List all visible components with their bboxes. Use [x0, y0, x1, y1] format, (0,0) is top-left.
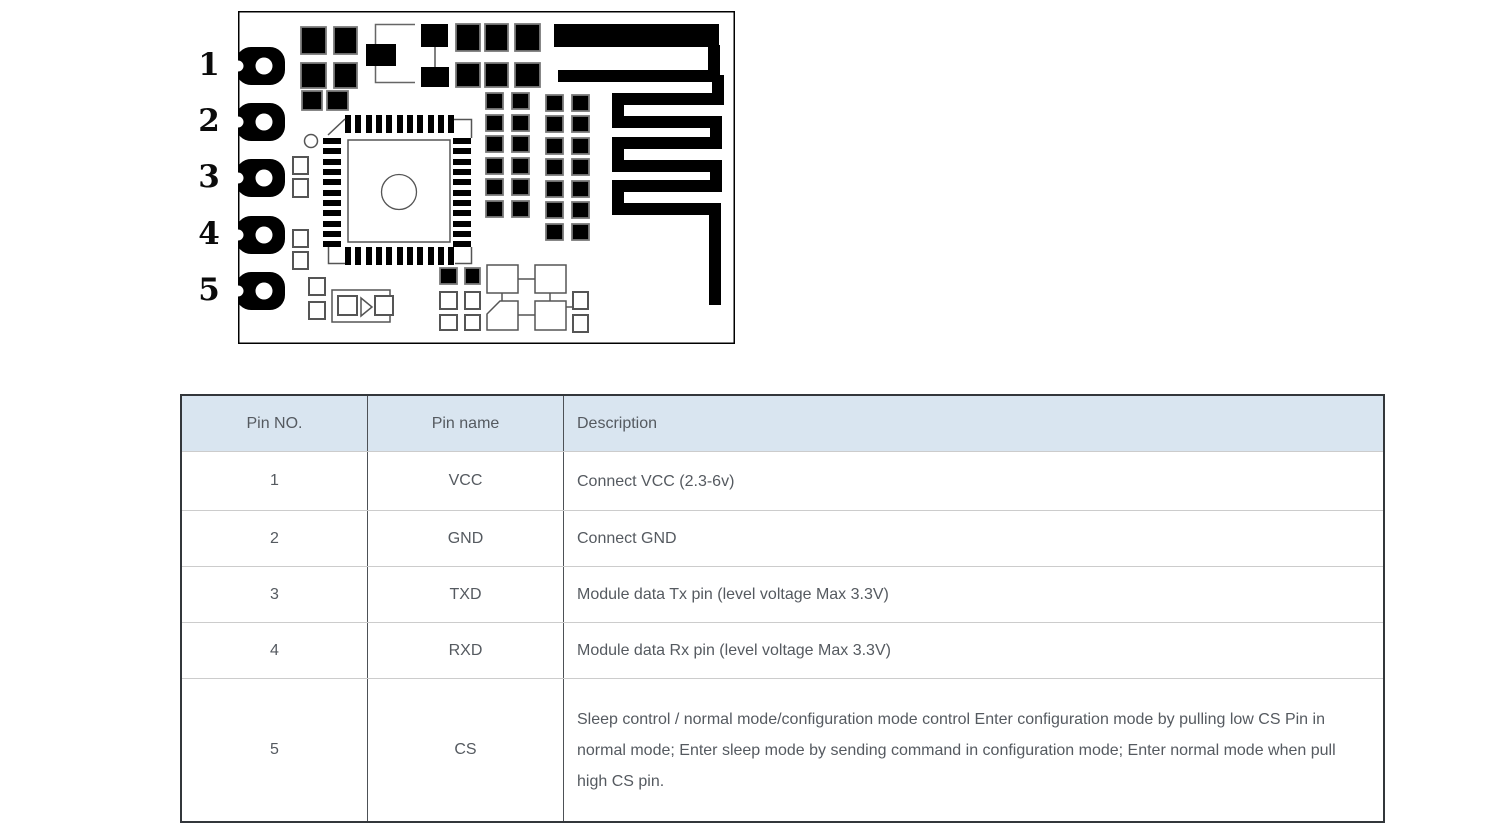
pcb-artwork — [238, 11, 735, 344]
qfn-chip — [303, 115, 473, 265]
cell-pin-no: 3 — [270, 585, 279, 603]
cell-pin-name: TXD — [367, 567, 563, 622]
pin-number-label: 3 — [198, 159, 220, 195]
table-row: 3 TXD Module data Tx pin (level voltage … — [182, 566, 1383, 622]
table-header-row: Pin NO. Pin name Description — [182, 396, 1383, 451]
table-row: 2 GND Connect GND — [182, 510, 1383, 566]
pin-number-label: 4 — [198, 216, 220, 252]
cell-pin-no: 5 — [270, 741, 279, 758]
cell-pin-name: GND — [367, 511, 563, 566]
pin-table: Pin NO. Pin name Description 1 VCC Conne… — [180, 394, 1385, 823]
table-row: 1 VCC Connect VCC (2.3-6v) — [182, 451, 1383, 510]
cell-pin-no: 2 — [270, 529, 279, 547]
pin-number-label: 1 — [198, 47, 220, 83]
cell-pin-name: CS — [367, 679, 563, 821]
antenna-trace — [554, 24, 724, 305]
cell-description: Module data Tx pin (level voltage Max 3.… — [563, 567, 1383, 622]
cell-description: Connect VCC (2.3-6v) — [563, 452, 1383, 510]
cell-pin-no: 1 — [270, 472, 279, 489]
cell-description: Module data Rx pin (level voltage Max 3.… — [563, 623, 1383, 678]
pin-number-label: 2 — [198, 103, 220, 139]
header-pin-no: Pin NO. — [246, 414, 303, 432]
header-pin-name: Pin name — [367, 396, 563, 451]
cell-description: Sleep control / normal mode/configuratio… — [563, 679, 1383, 821]
cell-pin-no: 4 — [270, 641, 279, 659]
cell-pin-name: RXD — [367, 623, 563, 678]
table-row: 5 CS Sleep control / normal mode/configu… — [182, 678, 1383, 821]
module-pinout-diagram: 1 2 3 4 5 — [0, 0, 760, 360]
cell-description: Connect GND — [563, 511, 1383, 566]
table-row: 4 RXD Module data Rx pin (level voltage … — [182, 622, 1383, 678]
cell-pin-name: VCC — [367, 452, 563, 510]
pin-pads — [238, 47, 285, 310]
pad-grid — [485, 92, 590, 241]
pin-number-label: 5 — [198, 272, 220, 308]
header-description: Description — [563, 396, 1383, 451]
